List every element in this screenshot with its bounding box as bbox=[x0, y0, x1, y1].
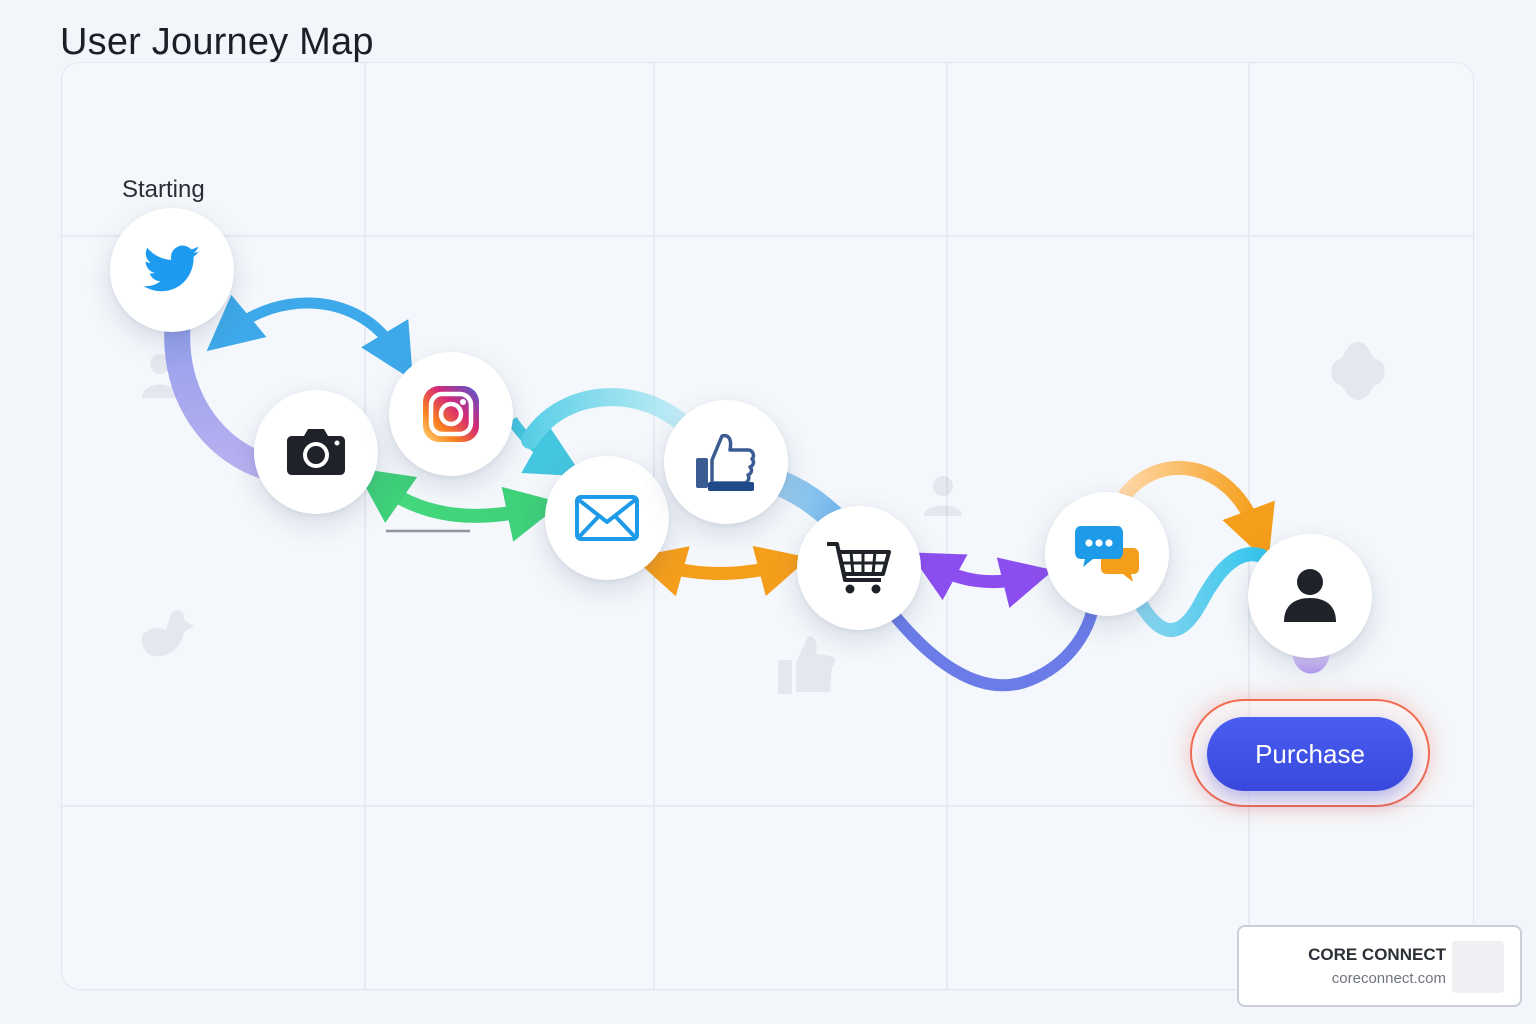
journey-node-like[interactable] bbox=[664, 400, 788, 524]
flow-cart-chat bbox=[909, 552, 1054, 608]
shopping-cart-icon bbox=[827, 542, 891, 594]
faded-thumbs-up-icon bbox=[778, 636, 835, 694]
journey-node-instagram[interactable] bbox=[389, 352, 513, 476]
faded-bird-icon bbox=[141, 610, 194, 657]
journey-node-chat[interactable] bbox=[1045, 492, 1169, 616]
instagram-icon bbox=[423, 386, 479, 442]
start-label: Starting bbox=[122, 176, 205, 203]
twitter-bird-icon bbox=[143, 245, 200, 292]
journey-node-cart[interactable] bbox=[797, 506, 921, 630]
journey-node-user[interactable] bbox=[1248, 534, 1372, 658]
grid-line bbox=[946, 63, 948, 989]
flow-user-purchase bbox=[1292, 654, 1330, 674]
grid-line bbox=[62, 235, 1473, 237]
flow-email-like bbox=[521, 388, 699, 449]
flow-email-cart bbox=[632, 545, 810, 597]
journey-node-camera[interactable] bbox=[254, 390, 378, 514]
flow-chat-user bbox=[1118, 460, 1275, 563]
brand-url: coreconnect.com bbox=[1331, 970, 1446, 987]
journey-node-email[interactable] bbox=[545, 456, 669, 580]
flow-twitter-instagram bbox=[206, 294, 414, 381]
faded-user-icon bbox=[924, 476, 962, 516]
user-icon bbox=[1284, 569, 1336, 622]
grid-line bbox=[62, 805, 1473, 807]
purchase-button[interactable]: Purchase bbox=[1207, 717, 1413, 791]
faded-user-icon bbox=[142, 354, 178, 398]
page-title: User Journey Map bbox=[60, 21, 374, 64]
thumbs-up-icon bbox=[696, 433, 756, 491]
brand-name: CORE CONNECT bbox=[1308, 945, 1446, 964]
envelope-icon bbox=[575, 495, 639, 541]
brand-logo bbox=[1452, 941, 1504, 993]
flow-camera-email bbox=[355, 468, 563, 542]
flow-cart-chat-loop bbox=[884, 596, 1100, 692]
journey-node-twitter[interactable] bbox=[110, 208, 234, 332]
faded-badge-icon bbox=[1331, 342, 1385, 400]
chat-bubbles-icon bbox=[1075, 526, 1139, 582]
camera-icon bbox=[287, 429, 345, 475]
flow-chat-user-wave bbox=[1129, 547, 1269, 637]
brand-watermark-card: CORE CONNECT coreconnect.com bbox=[1237, 925, 1522, 1007]
